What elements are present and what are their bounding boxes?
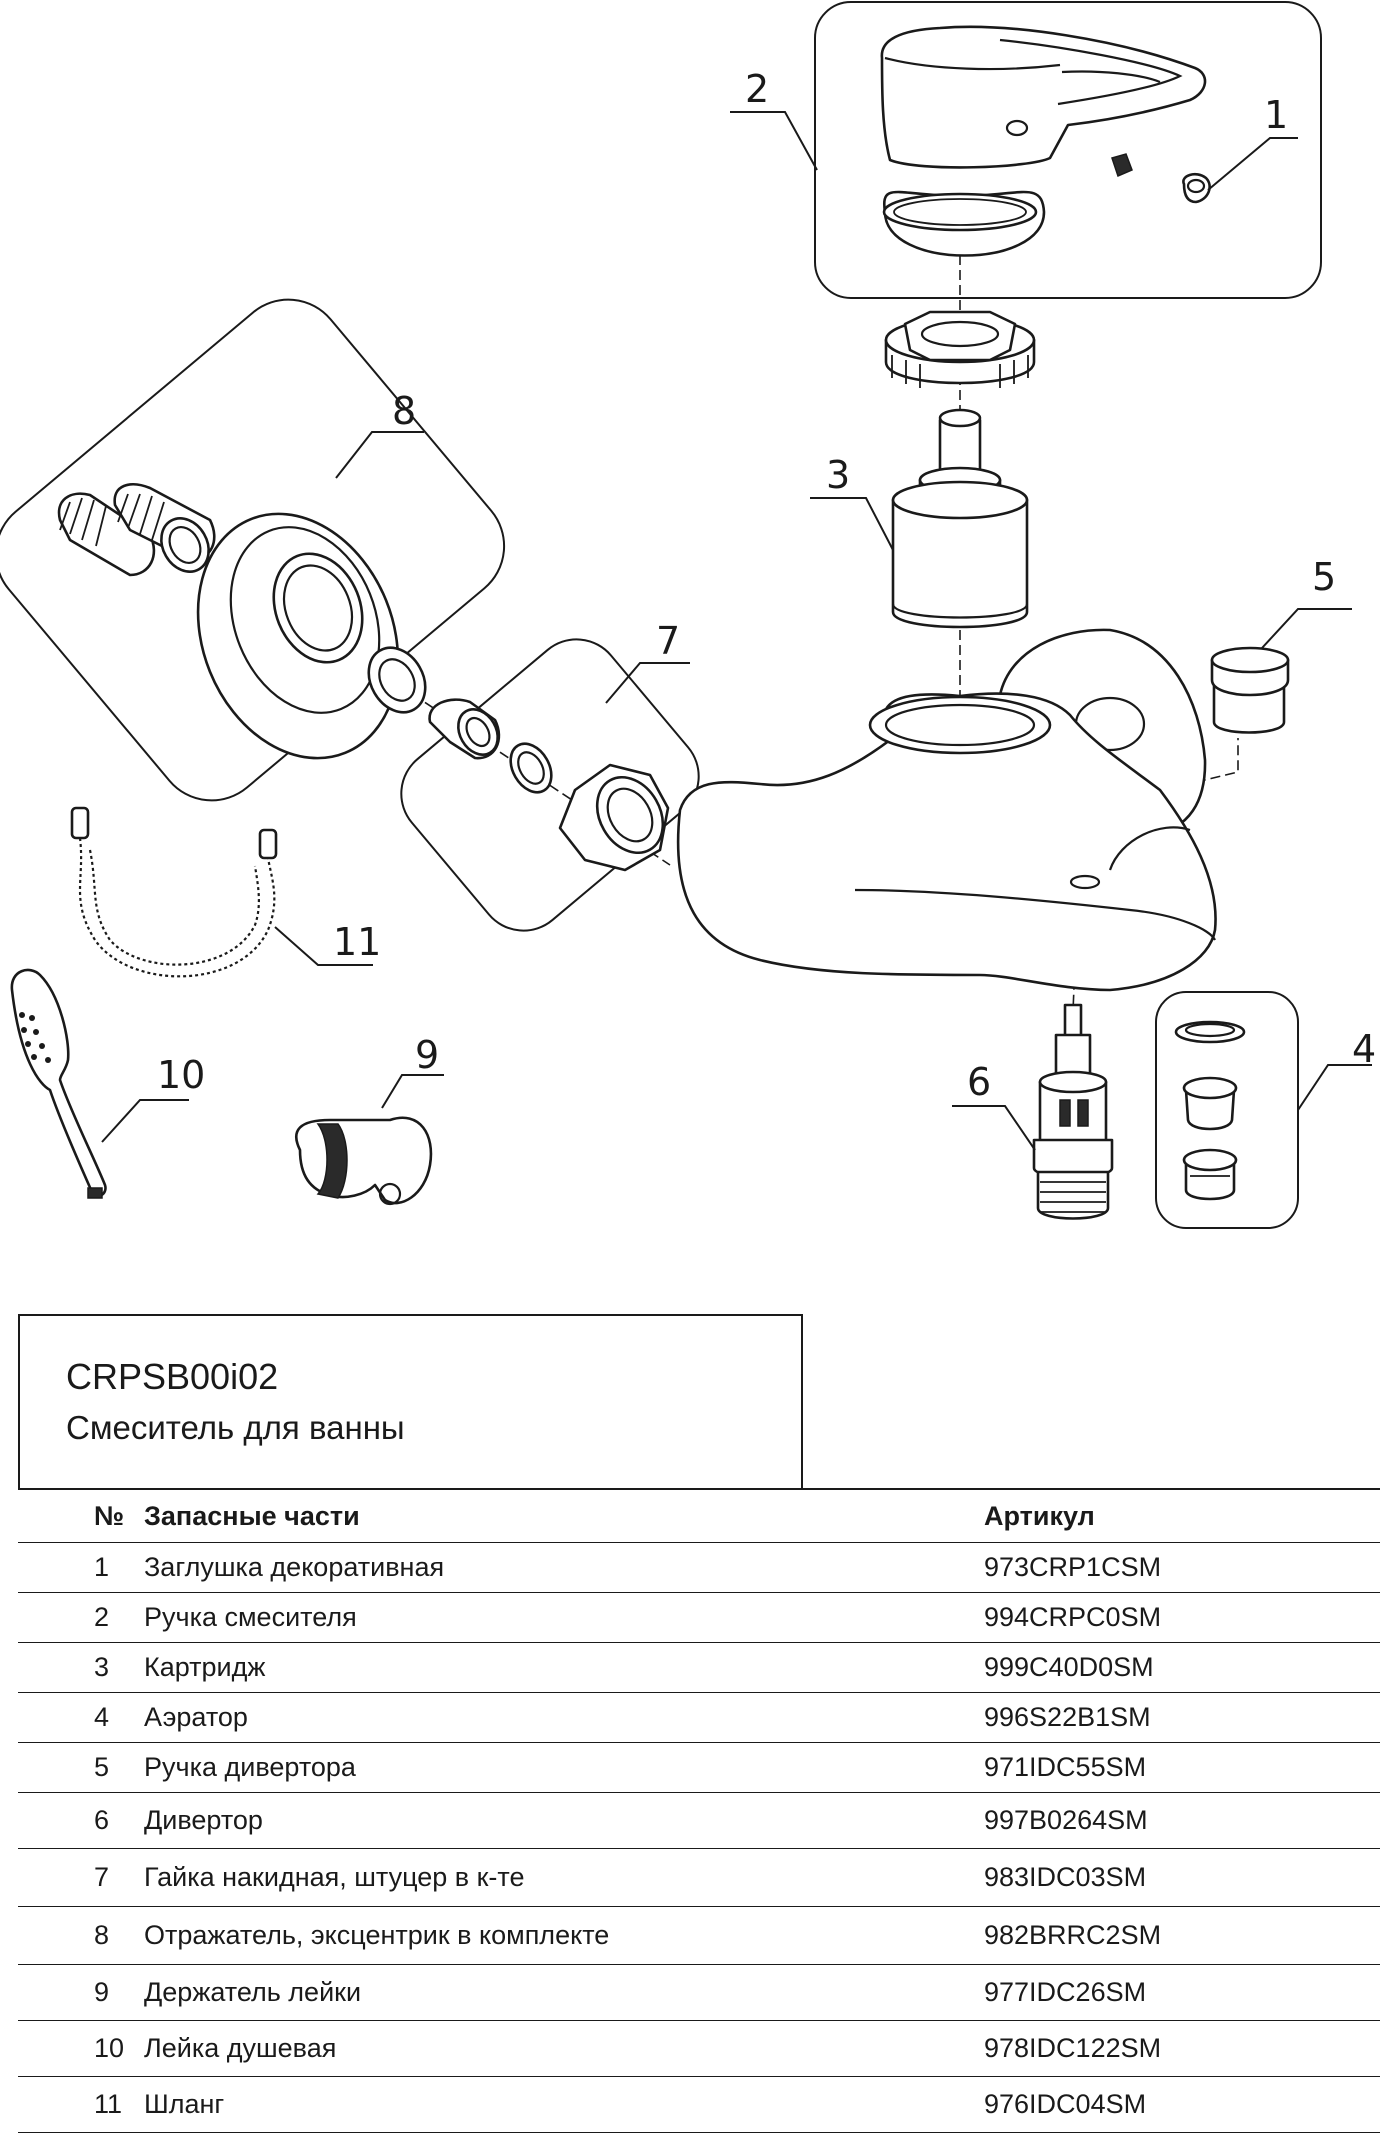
diverter-part: [1032, 1003, 1114, 1220]
table-row: 6 Дивертор 997B0264SM: [18, 1792, 1380, 1849]
group-box-handle: [814, 1, 1322, 299]
callout-7: 7: [656, 619, 680, 663]
callout-10: 10: [157, 1053, 205, 1097]
row-part-name: Заглушка декоративная: [144, 1542, 984, 1593]
decorative-plug-part: [1111, 153, 1211, 204]
row-number: 11: [18, 2076, 144, 2133]
row-number: 5: [18, 1742, 144, 1793]
row-number: 10: [18, 2020, 144, 2077]
row-number: 8: [18, 1906, 144, 1965]
table-row: 8 Отражатель, эксцентрик в комплекте 982…: [18, 1906, 1380, 1965]
row-part-name: Держатель лейки: [144, 1964, 984, 2021]
union-nut-part: [428, 698, 670, 872]
row-part-name: Аэратор: [144, 1692, 984, 1743]
table-row: 11 Шланг 976IDC04SM: [18, 2076, 1380, 2133]
row-part-name: Ручка дивертора: [144, 1742, 984, 1793]
row-article: 997B0264SM: [984, 1792, 1380, 1849]
callout-4: 4: [1352, 1027, 1376, 1071]
row-part-name: Гайка накидная, штуцер в к-те: [144, 1848, 984, 1907]
callout-1: 1: [1264, 93, 1288, 137]
callout-2: 2: [745, 67, 769, 111]
product-name: Смеситель для ванны: [66, 1409, 405, 1446]
row-part-name: Картридж: [144, 1642, 984, 1693]
column-header-part-name: Запасные части: [144, 1488, 984, 1543]
mixer-body-part: [676, 628, 1217, 992]
table-row: 9 Держатель лейки 977IDC26SM: [18, 1964, 1380, 2021]
row-article: 973CRP1CSM: [984, 1542, 1380, 1593]
hand-shower-part: [10, 968, 107, 1199]
row-number: 4: [18, 1692, 144, 1743]
row-number: 2: [18, 1592, 144, 1643]
row-number: 9: [18, 1964, 144, 2021]
shower-hose-part: [70, 806, 278, 978]
table-row: 5 Ручка дивертора 971IDC55SM: [18, 1742, 1380, 1793]
row-part-name: Ручка смесителя: [144, 1592, 984, 1643]
table-row: 7 Гайка накидная, штуцер в к-те 983IDC03…: [18, 1848, 1380, 1907]
spare-parts-table: № Запасные части Артикул 1 Заглушка деко…: [18, 1488, 1380, 2133]
diverter-knob-part: [1210, 646, 1290, 734]
row-part-name: Шланг: [144, 2076, 984, 2133]
row-article: 971IDC55SM: [984, 1742, 1380, 1793]
table-row: 10 Лейка душевая 978IDC122SM: [18, 2020, 1380, 2077]
row-article: 996S22B1SM: [984, 1692, 1380, 1743]
table-row: 2 Ручка смесителя 994CRPC0SM: [18, 1592, 1380, 1643]
column-header-article: Артикул: [984, 1488, 1380, 1543]
row-article: 976IDC04SM: [984, 2076, 1380, 2133]
callout-11: 11: [333, 920, 381, 964]
callout-3: 3: [826, 453, 850, 497]
callout-9: 9: [415, 1033, 439, 1077]
row-part-name: Лейка душевая: [144, 2020, 984, 2077]
column-header-number: №: [18, 1488, 144, 1543]
row-article: 977IDC26SM: [984, 1964, 1380, 2021]
row-article: 983IDC03SM: [984, 1848, 1380, 1907]
row-article: 982BRRC2SM: [984, 1906, 1380, 1965]
row-article: 999C40D0SM: [984, 1642, 1380, 1693]
aerator-part: [1174, 1020, 1246, 1201]
callout-5: 5: [1312, 555, 1336, 599]
row-number: 1: [18, 1542, 144, 1593]
callout-6: 6: [967, 1060, 991, 1104]
row-number: 3: [18, 1642, 144, 1693]
cartridge-nut-part: [884, 310, 1036, 388]
shower-holder-part: [295, 1116, 433, 1206]
table-row: 3 Картридж 999C40D0SM: [18, 1642, 1380, 1693]
row-article: 978IDC122SM: [984, 2020, 1380, 2077]
callout-8: 8: [392, 389, 416, 433]
handle-part: [880, 25, 1207, 257]
row-part-name: Отражатель, эксцентрик в комплекте: [144, 1906, 984, 1965]
row-number: 6: [18, 1792, 144, 1849]
row-part-name: Дивертор: [144, 1792, 984, 1849]
reflector-eccentric-part: [57, 483, 427, 760]
title-block: [18, 1314, 803, 1488]
cartridge-part: [891, 408, 1029, 629]
table-header-row: № Запасные части Артикул: [18, 1488, 1380, 1543]
model-code: CRPSB00i02: [66, 1356, 279, 1397]
row-article: 994CRPC0SM: [984, 1592, 1380, 1643]
table-row: 1 Заглушка декоративная 973CRP1CSM: [18, 1542, 1380, 1593]
table-row: 4 Аэратор 996S22B1SM: [18, 1692, 1380, 1743]
row-number: 7: [18, 1848, 144, 1907]
exploded-parts-diagram: 1 2 3 4 5 6 7 8 9 10 11: [0, 1, 1376, 1229]
